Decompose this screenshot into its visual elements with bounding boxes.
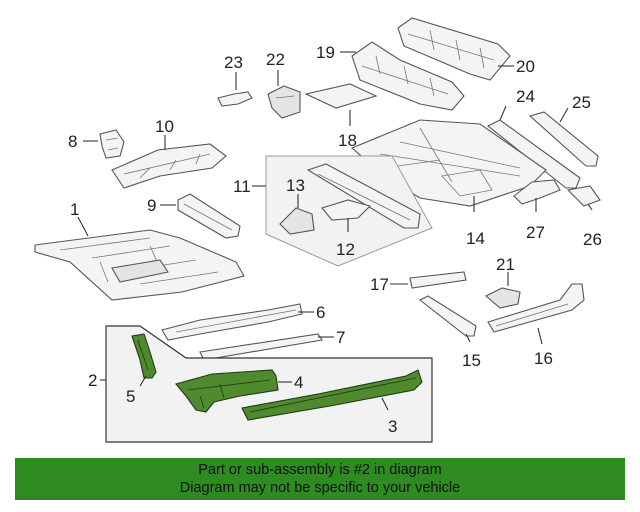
callout-1[interactable]: 1 [70, 200, 79, 219]
callout-27[interactable]: 27 [526, 223, 545, 242]
callout-13[interactable]: 13 [286, 176, 305, 195]
callout-5[interactable]: 5 [126, 387, 135, 406]
callout-17[interactable]: 17 [370, 275, 389, 294]
part-23-patch[interactable] [217, 91, 253, 107]
callout-21[interactable]: 21 [496, 255, 515, 274]
callout-23[interactable]: 23 [224, 53, 243, 72]
part-17-rail[interactable] [409, 271, 467, 289]
part-18-panel[interactable] [304, 83, 378, 109]
part-27-bracket[interactable] [513, 179, 561, 205]
part-15-rail[interactable] [418, 295, 477, 337]
banner-line-2: Diagram may not be specific to your vehi… [179, 480, 461, 496]
callout-11[interactable]: 11 [233, 177, 251, 196]
info-banner: Part or sub-assembly is #2 in diagram Di… [15, 458, 625, 500]
part-22-bracket[interactable] [267, 85, 301, 119]
banner-line-1: Part or sub-assembly is #2 in diagram [198, 462, 442, 478]
callout-9[interactable]: 9 [147, 196, 156, 215]
part-21-bracket[interactable] [485, 287, 521, 309]
part-10-cross-member[interactable] [111, 143, 227, 189]
part-7-sill[interactable] [199, 333, 323, 361]
callout-6[interactable]: 6 [316, 303, 325, 322]
part-25-rail[interactable] [528, 111, 599, 167]
part-24-rail[interactable] [486, 119, 581, 189]
part-13-bracket[interactable] [279, 207, 315, 235]
callout-18[interactable]: 18 [338, 131, 357, 150]
callout-10[interactable]: 10 [155, 117, 174, 136]
callout-19[interactable]: 19 [316, 43, 335, 62]
part-3-rocker-highlighted[interactable] [241, 369, 423, 421]
callout-20[interactable]: 20 [516, 57, 535, 76]
part-19-rear-cross-member[interactable] [351, 41, 465, 111]
part-20-rear-panel[interactable] [397, 17, 511, 81]
part-5-bracket-highlighted[interactable] [131, 333, 157, 379]
callout-3[interactable]: 3 [388, 417, 397, 436]
part-4-member-highlighted[interactable] [175, 369, 279, 413]
part-12-bracket[interactable] [321, 199, 372, 221]
part-26-bracket[interactable] [566, 185, 601, 207]
callout-14[interactable]: 14 [466, 229, 485, 248]
part-8-bracket[interactable] [99, 129, 125, 159]
callout-7[interactable]: 7 [336, 328, 345, 347]
part-16-rocker[interactable] [487, 283, 585, 333]
callout-25[interactable]: 25 [572, 93, 591, 112]
callout-2[interactable]: 2 [88, 371, 97, 390]
callout-16[interactable]: 16 [534, 349, 553, 368]
callout-24[interactable]: 24 [516, 87, 535, 106]
part-11-side-member[interactable] [306, 163, 421, 229]
callout-26[interactable]: 26 [583, 230, 602, 249]
callout-4[interactable]: 4 [294, 373, 303, 392]
part-9-rail[interactable] [177, 193, 241, 239]
part-1-front-floor-pan[interactable] [34, 229, 245, 301]
callout-12[interactable]: 12 [336, 240, 355, 259]
part-6-sill[interactable] [161, 303, 303, 341]
callout-8[interactable]: 8 [68, 132, 77, 151]
callout-15[interactable]: 15 [462, 351, 481, 370]
parts-diagram: 1 8 10 9 23 22 18 19 [34, 17, 602, 443]
callout-22[interactable]: 22 [266, 50, 285, 69]
